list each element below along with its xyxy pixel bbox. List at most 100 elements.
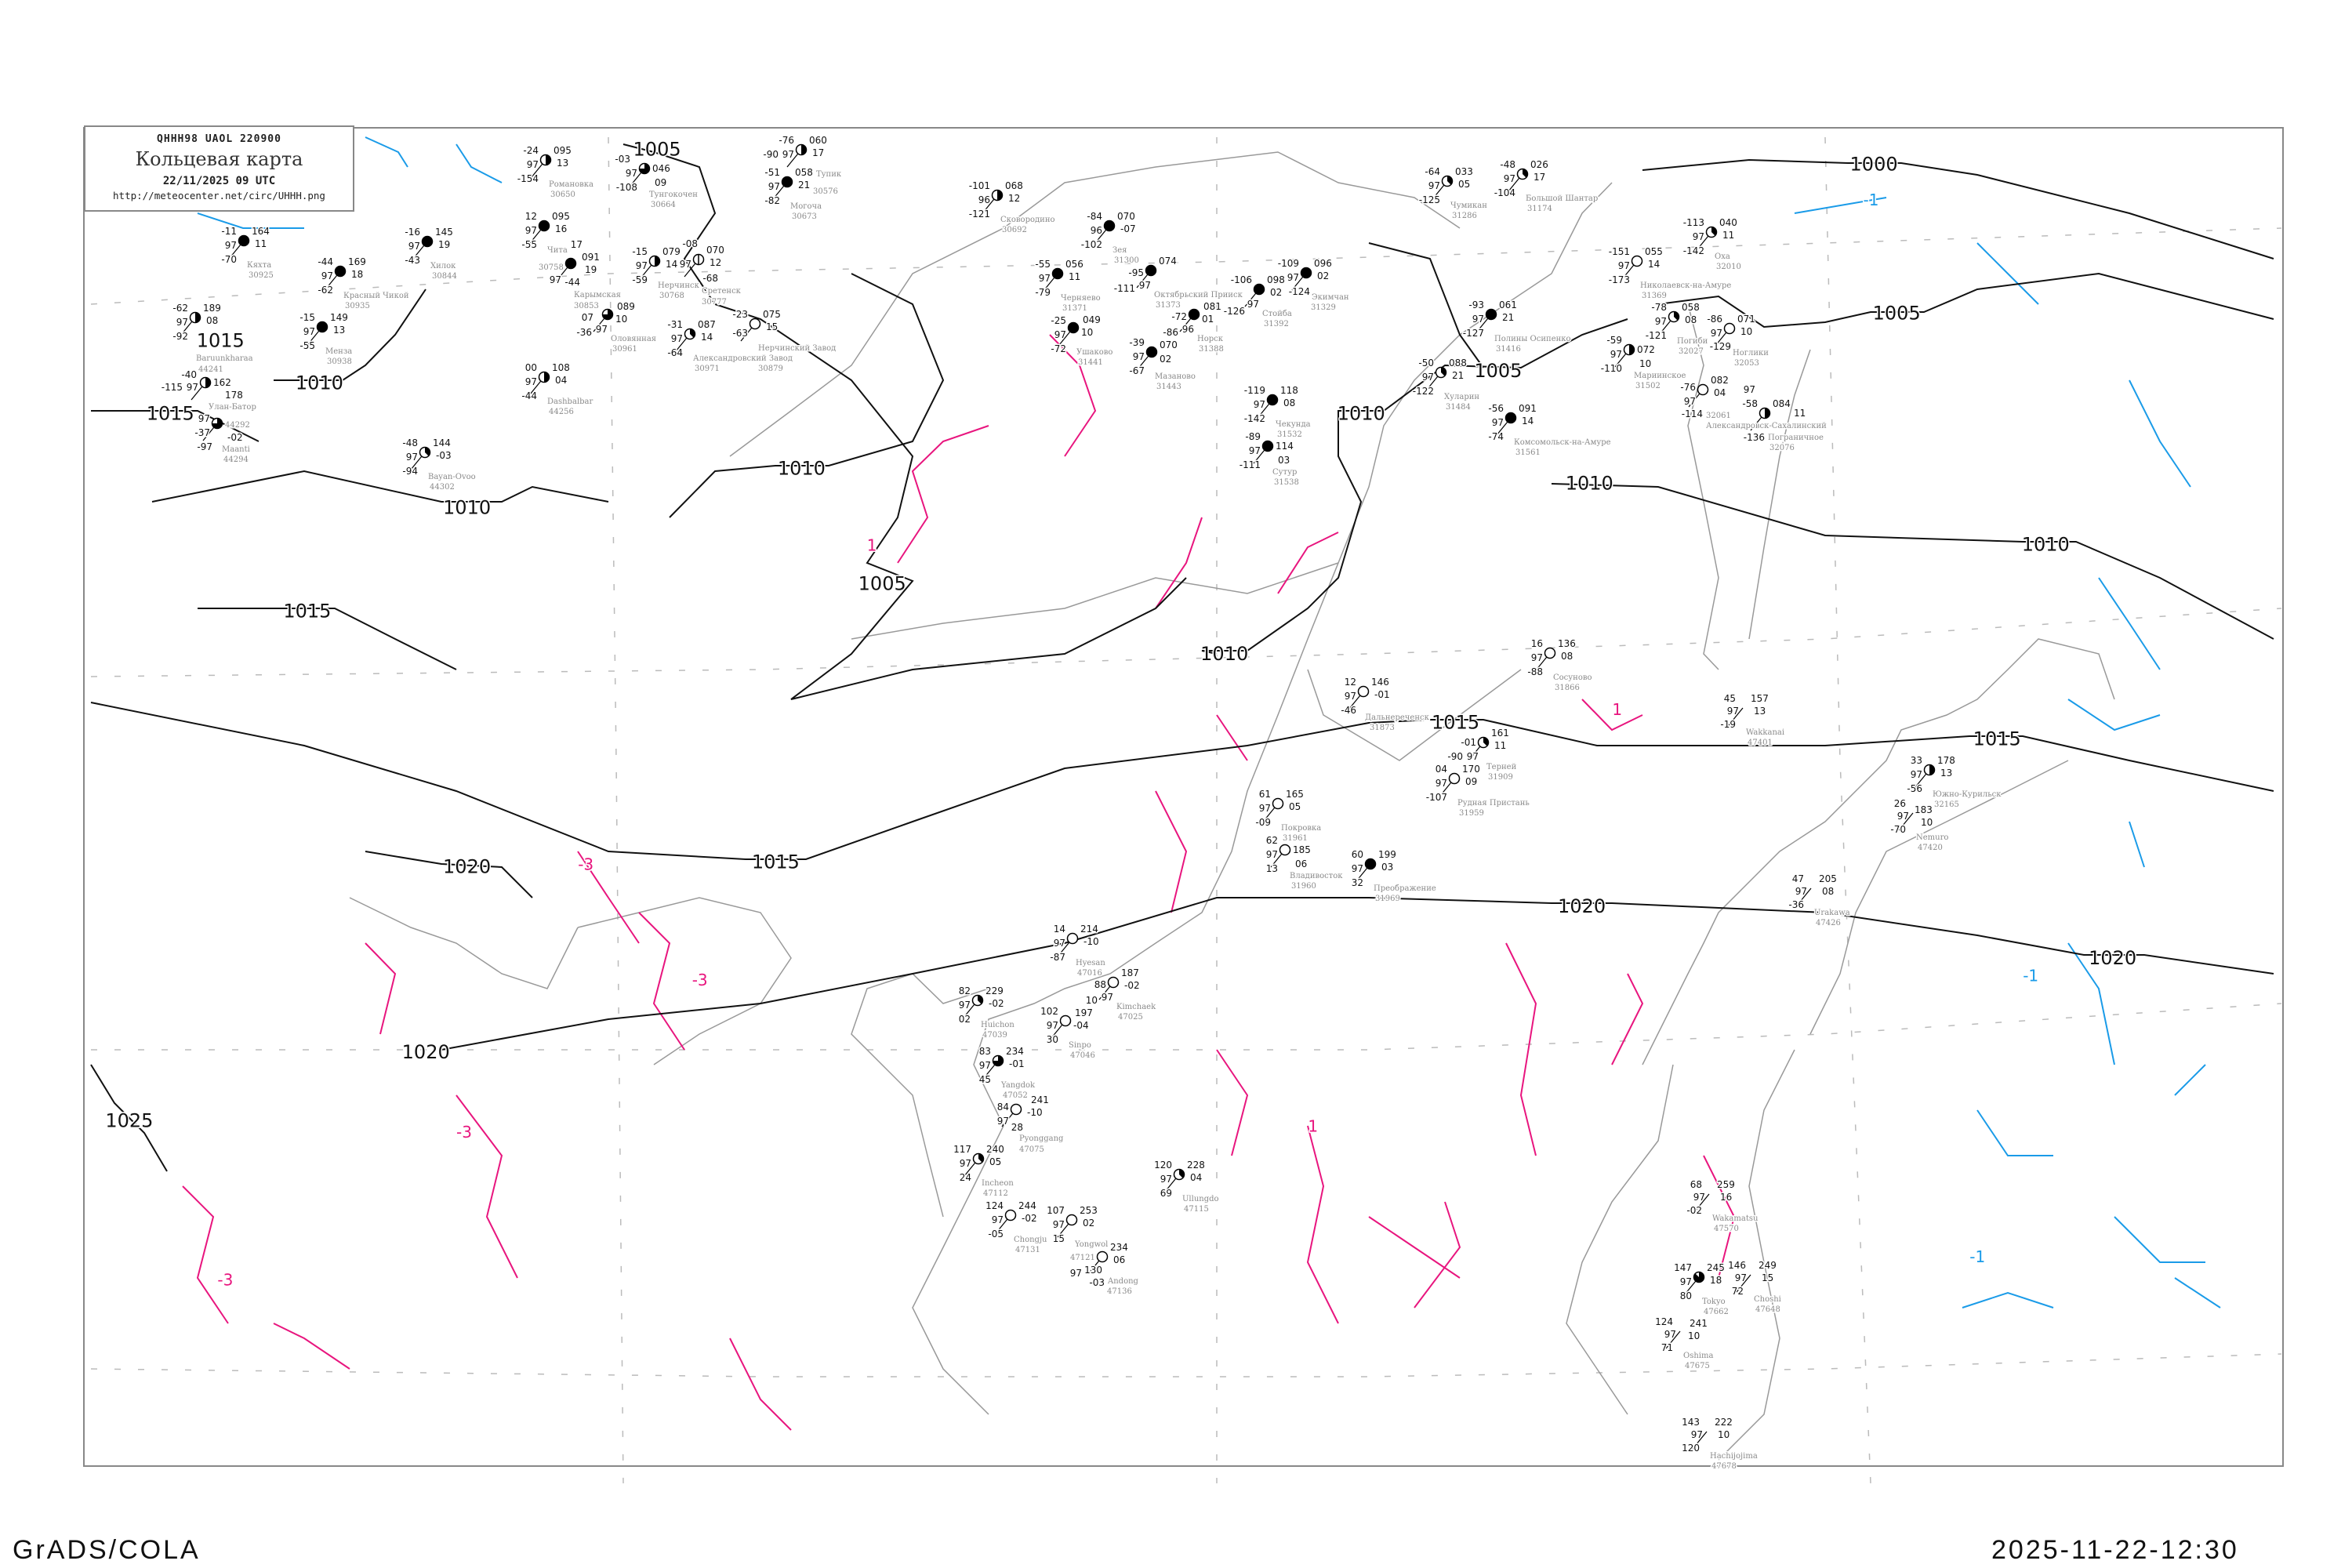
pressure-tendency: 16 [555,223,567,234]
station-plot [1697,226,1718,250]
temp-isoline-warm [456,1094,518,1279]
air-temperature: 84 [997,1102,1009,1112]
isobar-label: 1010 [1566,473,1613,495]
station-id: 47648 [1755,1305,1780,1314]
dew-point: 15 [1053,1233,1065,1244]
pressure: 087 [698,319,716,330]
pressure-tendency: 04 [1714,387,1726,398]
air-temperature: -76 [779,135,794,146]
pressure-tendency: 02 [1083,1218,1094,1229]
map-frame [83,127,2284,1467]
pressure: 089 [617,301,635,312]
isobar-line [1657,272,2274,328]
cloud-cover-icon [1723,322,1736,335]
station-name: Оха [1715,252,1730,261]
station-plot [1348,685,1370,710]
pressure-tendency: -02 [227,432,243,443]
dew-point: -67 [1129,365,1145,376]
isobar-label: 1005 [1474,360,1522,382]
station-plot [1057,1214,1078,1238]
station-id: 31502 [1635,382,1661,390]
pressure-tendency: 08 [1283,397,1295,408]
station-name: Kimchaek [1116,1003,1156,1011]
station-plot [1439,772,1461,797]
pressure: 095 [552,211,570,222]
cloud-cover-mark [801,144,807,155]
cloud-cover-mark [546,154,551,165]
pressure: 229 [985,985,1004,996]
station-id: 31969 [1375,895,1400,903]
visibility: 97 [525,376,537,387]
air-temperature: -48 [402,437,418,448]
visibility: 97 [1422,372,1434,383]
visibility: 97 [960,1158,971,1169]
dew-point: -115 [162,382,183,393]
station-name: Хуларин [1444,393,1479,401]
air-temperature: -86 [1707,314,1722,325]
pressure: 162 [213,377,231,388]
dew-point: 32 [1352,877,1363,888]
dew-point: 45 [979,1074,991,1085]
station-plot [1263,797,1284,822]
pressure: 061 [1499,299,1517,310]
coastline [1566,1064,1674,1415]
station-id: 47052 [1003,1091,1028,1100]
dew-point: 72 [1732,1286,1744,1297]
station-plot [556,257,577,281]
air-temperature: -24 [523,145,539,156]
pressure: 185 [1293,844,1311,855]
visibility: 97 [1102,992,1113,1003]
temp-isoline-warm [577,851,640,944]
wind-barb-icon [1796,887,1812,906]
pressure-tendency: 12 [1008,193,1020,204]
pressure-tendency: 10 [1718,1429,1730,1440]
station-name: Сутур [1272,468,1297,477]
temp-isoline-cold [1976,242,2039,305]
visibility: 97 [1436,778,1447,789]
station-plot [1356,858,1377,882]
station-name: Нерчинск [658,281,700,290]
isobar-label: 1015 [752,851,800,873]
station-name: Hachijojima [1710,1452,1758,1461]
cloud-cover-icon [1261,440,1274,452]
station-plot [529,220,550,244]
cloud-cover-icon [1004,1209,1017,1221]
air-temperature: -109 [1278,258,1299,269]
pressure: 091 [582,252,600,263]
air-temperature: -151 [1609,246,1630,257]
temp-isoline-warm [1581,699,1643,731]
dew-point: -87 [1050,952,1065,963]
dew-point: 13 [1266,863,1278,874]
station-name: Nemuro [1916,833,1948,842]
station-id: 44302 [430,483,455,492]
station-name: Терней [1486,763,1517,771]
temp-isoline-warm [1216,1049,1249,1156]
station-plot [1058,932,1079,956]
dew-point: -114 [1682,408,1703,419]
air-temperature: 12 [1345,677,1356,688]
temp-isoline-warm [897,425,989,564]
pressure-tendency: 10 [1081,327,1093,338]
temp-isoline-warm [1703,1155,1736,1279]
source-url[interactable]: http://meteocenter.net/circ/UHHH.png [113,190,325,201]
dew-point: -72 [1051,343,1066,354]
station-plot [1043,267,1064,292]
map-title: Кольцевая карта [135,148,303,170]
isobar-line [90,702,2274,860]
station-plot [531,154,552,178]
isobar-label: 1010 [1200,643,1248,665]
air-temperature: -101 [969,180,990,191]
station-id: 30768 [659,292,684,300]
map-datetime: 22/11/2025 09 UTC [162,175,276,187]
station-name: Черняево [1061,294,1101,303]
air-temperature: -84 [1087,211,1102,222]
station-plot [307,321,328,345]
temp-isoline-warm [1611,973,1644,1065]
station-name: Александровск-Сахалинский [1706,422,1827,430]
dew-point: -122 [1413,386,1434,397]
temp-isoline-warm [1216,714,1248,761]
isobar-line [669,273,945,518]
station-name: Maanti [222,445,250,454]
station-name: Choshi [1754,1295,1781,1304]
visibility: 97 [1711,328,1722,339]
